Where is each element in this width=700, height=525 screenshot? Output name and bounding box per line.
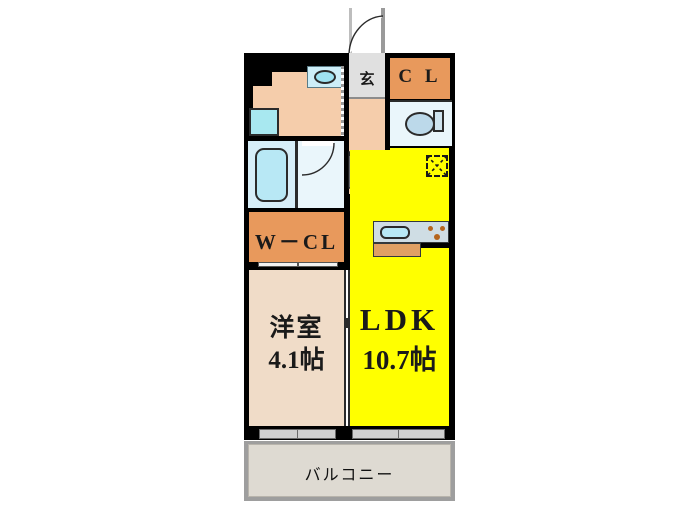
bath-washroom-divider bbox=[295, 141, 298, 208]
entrance-door-panel bbox=[381, 8, 385, 54]
kitchen-base-cabinet-icon bbox=[373, 243, 421, 257]
utility-marker-cross bbox=[426, 155, 448, 177]
dressing-room-partition bbox=[341, 66, 344, 136]
washitsu-window-right bbox=[297, 429, 336, 439]
balcony-floor bbox=[248, 444, 451, 497]
ldk-window-left bbox=[352, 429, 399, 439]
ldk-area-label: 10.7帖 bbox=[362, 345, 437, 375]
genkan-floor bbox=[349, 53, 385, 99]
washbasin-bowl-icon bbox=[314, 70, 336, 84]
toilet-tank-icon bbox=[433, 110, 444, 132]
genkan-step-line bbox=[349, 97, 385, 99]
ldk-floor bbox=[350, 150, 449, 426]
washitsu-name-label: 洋室 bbox=[269, 315, 324, 342]
washitsu-room-floor bbox=[249, 270, 344, 426]
washitsu-area-label: 4.1帖 bbox=[268, 347, 325, 374]
closet-cl-label: C L bbox=[398, 66, 442, 87]
stove-burner-3-icon bbox=[434, 234, 440, 240]
washroom-door-opening bbox=[302, 141, 334, 146]
washroom-door-swing-arc bbox=[301, 142, 335, 176]
corridor-wall-right bbox=[385, 53, 390, 99]
sliding-door-handle bbox=[344, 318, 350, 328]
balcony-label: バルコニー bbox=[304, 467, 395, 484]
walk-in-closet-label: W－CL bbox=[254, 230, 339, 254]
entrance-door-frame-left bbox=[349, 8, 352, 54]
kitchen-sink-icon bbox=[380, 226, 410, 239]
bathtub-icon bbox=[255, 148, 288, 202]
ldk-name-label: LDK bbox=[359, 302, 440, 337]
kitchen-counter-wall bbox=[421, 243, 449, 248]
genkan-label: 玄 bbox=[359, 72, 375, 88]
toilet-bowl-icon bbox=[405, 112, 435, 136]
stove-burner-2-icon bbox=[440, 226, 445, 231]
washitsu-window-left bbox=[259, 429, 298, 439]
washing-machine-space-icon bbox=[249, 108, 279, 136]
closet-cl bbox=[390, 58, 450, 99]
utility-marker-dashed-box bbox=[426, 155, 448, 177]
ldk-floor-upper-notch bbox=[390, 148, 449, 178]
walk-in-closet-door-right bbox=[298, 262, 338, 267]
entrance-door-swing-arc bbox=[348, 15, 384, 55]
stove-burner-1-icon bbox=[428, 226, 433, 231]
ldk-window-right bbox=[398, 429, 445, 439]
walk-in-closet-door-left bbox=[258, 262, 298, 267]
walk-in-closet-floor bbox=[249, 212, 344, 262]
ldk-floor-lower-notch bbox=[350, 405, 434, 426]
room-ldk-partition bbox=[344, 270, 350, 426]
washitsu-room-notch bbox=[264, 405, 344, 426]
corridor-wall-left bbox=[344, 53, 349, 194]
toilet-door-line bbox=[390, 100, 452, 102]
